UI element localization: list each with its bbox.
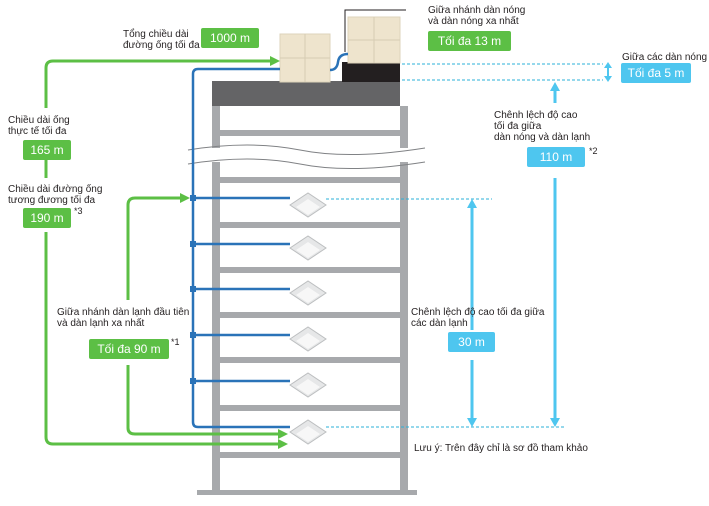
outdoor-units: [279, 16, 401, 83]
between-outdoor-badge: Tối đa 5 m: [621, 63, 691, 83]
main-pipe: [191, 67, 290, 429]
arrow-head: [467, 199, 477, 208]
green-arrowheads: [180, 56, 288, 449]
arrow-head: [278, 429, 288, 439]
building-left-column: [212, 106, 220, 494]
arrow-head: [278, 439, 288, 449]
footnote: Lưu ý: Trên đây chỉ là sơ đồ tham khảo: [414, 443, 588, 454]
arrow-head: [550, 82, 560, 91]
floor-slab: [212, 130, 402, 136]
equivalent-length-badge: 190 m: [23, 208, 71, 228]
arrow-head: [467, 418, 477, 427]
break-line: [187, 144, 426, 156]
roof-slab: [212, 81, 400, 106]
arrow-head: [604, 76, 612, 82]
indoor-unit: [289, 326, 327, 352]
floor-slab: [212, 357, 402, 363]
branch-joint: [190, 332, 196, 338]
height-indicators: [470, 90, 557, 420]
building-right-column: [400, 106, 408, 494]
height-indoor-badge: 30 m: [448, 332, 495, 352]
branch-joint: [190, 195, 196, 201]
equivalent-length-line: [44, 232, 278, 446]
leader-line: [344, 9, 406, 52]
branch-joint: [190, 286, 196, 292]
footnote-marker: *3: [74, 206, 83, 216]
branch-joints: [190, 195, 196, 384]
arrow-head: [270, 56, 280, 66]
reference-lines: [326, 63, 603, 428]
refrigerant-pipes: [191, 52, 349, 429]
floor-slabs: [212, 130, 402, 458]
floor-slab: [212, 452, 402, 458]
floor-slab: [212, 222, 402, 228]
floor-slab: [212, 405, 402, 411]
first-branch-badge: Tối đa 90 m: [89, 339, 169, 359]
footnote-marker: *1: [171, 337, 180, 347]
break-gap: [185, 148, 425, 162]
outdoor-platform: [342, 62, 400, 82]
indoor-units: [289, 192, 327, 445]
break-line: [187, 158, 426, 170]
arrow-head: [550, 418, 560, 427]
indoor-unit: [289, 280, 327, 306]
indoor-unit: [289, 372, 327, 398]
floor-slab: [212, 177, 402, 183]
actual-length-line: [44, 59, 270, 108]
outdoor-link-pipe: [329, 52, 349, 72]
height-outdoor-indoor-badge: 110 m: [527, 147, 585, 167]
actual-length-badge: 165 m: [23, 140, 71, 160]
indoor-unit: [289, 235, 327, 261]
total-length-badge: 1000 m: [201, 28, 259, 48]
first-branch-line: [126, 365, 278, 436]
floor-slab: [212, 267, 402, 273]
arrow-stem: [607, 67, 609, 77]
building-base: [197, 490, 417, 495]
outdoor-branch-badge: Tối đa 13 m: [428, 31, 511, 51]
cyan-arrowheads: [467, 62, 612, 427]
indoor-unit: [289, 192, 327, 218]
between-outdoor-label: Giữa các dàn nóng: [622, 52, 708, 63]
branch-joint: [190, 378, 196, 384]
branch-joint: [190, 241, 196, 247]
arrow-head: [180, 193, 190, 203]
first-branch-line: [126, 196, 180, 300]
length-indicators: [44, 59, 278, 446]
building: [185, 81, 426, 495]
indoor-unit: [289, 419, 327, 445]
footnote-marker: *2: [589, 146, 598, 156]
floor-slab: [212, 312, 402, 318]
arrow-head: [604, 62, 612, 68]
